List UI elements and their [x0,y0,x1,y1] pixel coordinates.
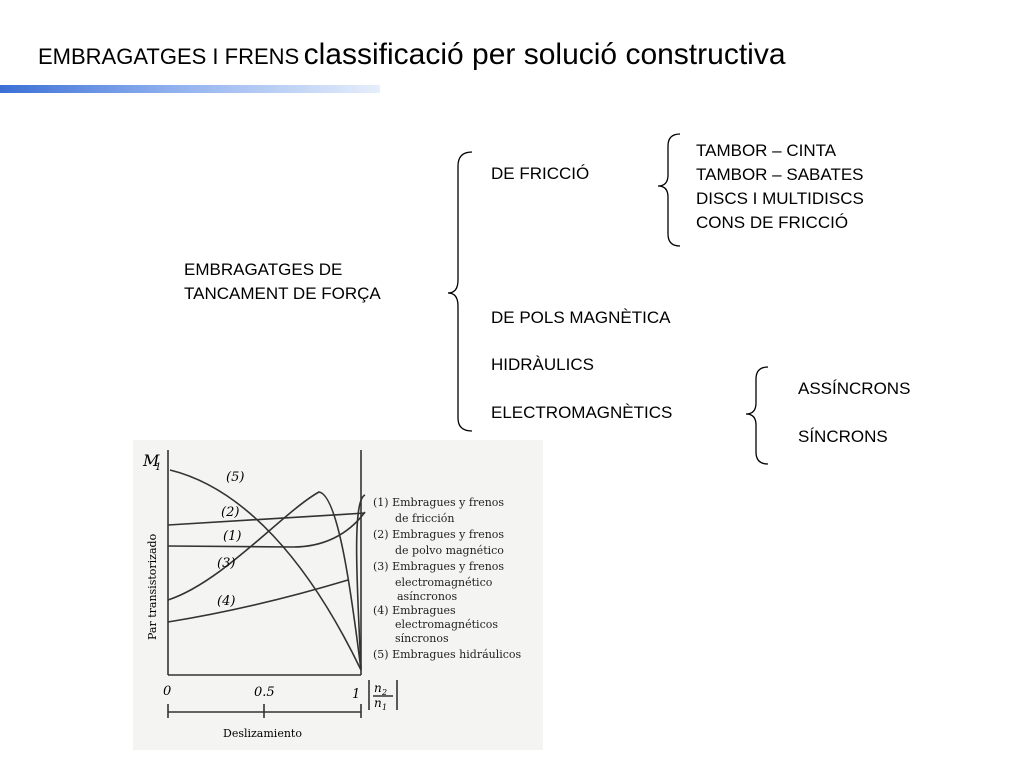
legend-line-8: (4) Embragues [373,604,456,617]
characteristic-figure: M 1 Par transistorizado (5) (2) (1) (3) … [133,440,543,750]
brace-main [447,151,473,432]
curve-4 [167,579,349,623]
legend-line-9: electromagnéticos [395,618,498,631]
slide-title: EMBRAGATGES I FRENS classificació per so… [38,38,786,72]
curve-1 [167,511,366,548]
curve-label-3: (3) [217,556,235,571]
electro-type-2: SÍNCRONS [798,427,888,446]
friccio-type-3: DISCS I MULTIDISCS [696,189,864,208]
curve-5 [169,469,362,671]
legend-line-11: (5) Embragues hidráulicos [373,648,522,661]
root-label-line1: EMBRAGATGES DE [184,260,343,279]
brace-electro [745,366,769,465]
category-hidraulics: HIDRÀULICS [491,355,594,374]
ratio-numerator: n [374,681,382,695]
curve-sync [355,494,366,669]
curve-2 [167,512,366,526]
torque-slip-chart: M 1 Par transistorizado (5) (2) (1) (3) … [142,450,522,740]
category-friccio: DE FRICCIÓ [491,164,590,183]
curve-3 [167,491,362,671]
curve-label-4: (4) [217,594,235,609]
legend-line-5: (3) Embragues y frenos [373,560,504,573]
friccio-type-1: TAMBOR – CINTA [696,141,837,160]
y-axis-label: Par transistorizado [146,533,159,640]
legend-line-10: síncronos [395,632,449,645]
title-main: classificació per solució constructiva [303,38,786,71]
legend-line-6: electromagnético [395,576,493,589]
x-axis-label: Deslizamiento [223,727,302,740]
y-axis-symbol-sub: 1 [155,462,161,473]
legend-line-2: de fricción [395,512,454,525]
friccio-type-2: TAMBOR – SABATES [696,165,864,184]
title-underline-bar [0,85,380,93]
root-label-line2: TANCAMENT DE FORÇA [184,284,381,303]
ratio-denominator: n [374,696,382,710]
curve-label-5: (5) [226,470,244,485]
legend-line-7: asíncronos [397,590,458,603]
ratio-numerator-sub: 2 [381,688,387,697]
x-tick-half: 0.5 [254,685,275,700]
legend-line-1: (1) Embragues y frenos [373,496,504,509]
y-axis-symbol: M [142,451,160,470]
x-tick-0: 0 [163,684,171,699]
curve-label-2: (2) [221,505,239,520]
title-prefix: EMBRAGATGES I FRENS [38,44,300,69]
electro-type-1: ASSÍNCRONS [798,379,911,398]
category-electromagnetics: ELECTROMAGNÈTICS [491,403,673,422]
category-pols-magnetica: DE POLS MAGNÈTICA [491,308,671,327]
legend-line-3: (2) Embragues y frenos [373,528,504,541]
curve-label-1: (1) [223,529,241,544]
legend-line-4: de polvo magnético [395,544,504,557]
brace-friccio [657,133,681,247]
ratio-denominator-sub: 1 [382,703,387,712]
x-tick-1: 1 [352,687,360,702]
friccio-type-4: CONS DE FRICCIÓ [696,213,849,232]
